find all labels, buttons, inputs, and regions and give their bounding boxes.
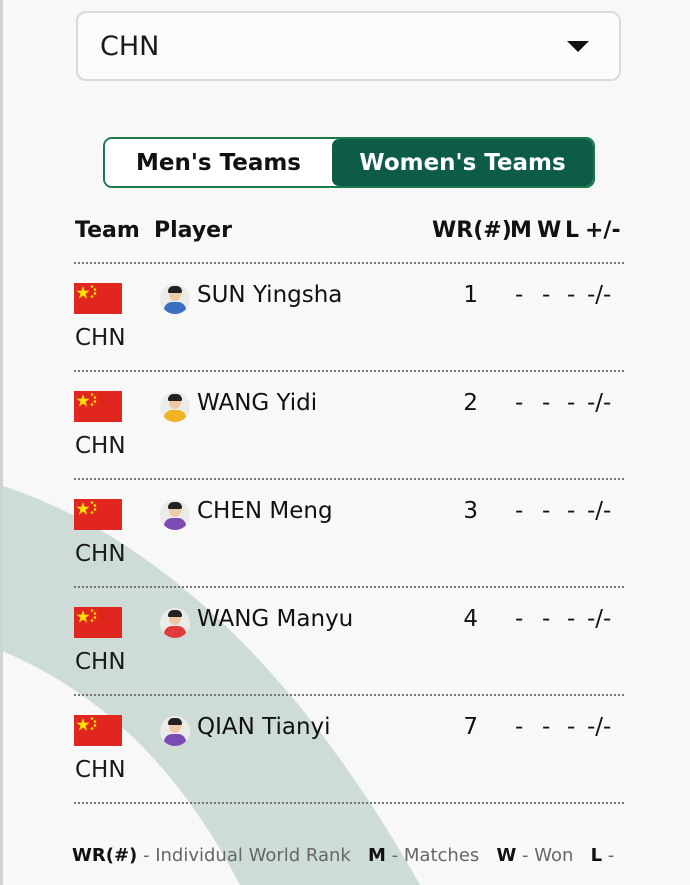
player-name[interactable]: QIAN Tianyi: [197, 714, 331, 740]
header-player[interactable]: Player: [154, 218, 232, 243]
player-name[interactable]: CHEN Meng: [197, 498, 333, 524]
matches: -: [515, 606, 524, 632]
player-avatar-icon: [160, 392, 190, 422]
china-flag-icon: [74, 499, 122, 530]
matches: -: [515, 714, 524, 740]
plus-minus: -/-: [587, 714, 612, 740]
legend-wr-text: - Individual World Rank: [137, 845, 351, 866]
player-name[interactable]: WANG Yidi: [197, 390, 318, 416]
legend-w-text: - Won: [516, 845, 574, 866]
lost: -: [567, 606, 576, 632]
header-lost[interactable]: L: [565, 218, 580, 243]
player-name[interactable]: WANG Manyu: [197, 606, 354, 632]
header-plus-minus[interactable]: +/-: [585, 218, 621, 243]
lost: -: [567, 282, 576, 308]
lost: -: [567, 714, 576, 740]
team-code: CHN: [75, 325, 126, 351]
table-row[interactable]: CHN QIAN Tianyi 7 - - - -/-: [74, 696, 624, 804]
world-rank: 3: [463, 498, 478, 524]
won: -: [542, 498, 551, 524]
plus-minus: -/-: [587, 390, 612, 416]
header-won[interactable]: W: [537, 218, 562, 243]
chevron-down-icon[interactable]: [567, 41, 589, 52]
tab-womens-teams[interactable]: Women's Teams: [332, 139, 593, 186]
world-rank: 7: [463, 714, 478, 740]
legend-l-text: -: [602, 845, 615, 866]
header-team[interactable]: Team: [75, 218, 140, 243]
team-code: CHN: [75, 757, 126, 783]
won: -: [542, 714, 551, 740]
lost: -: [567, 498, 576, 524]
plus-minus: -/-: [587, 498, 612, 524]
player-avatar-icon: [160, 716, 190, 746]
table-header: Team Player WR(#) M W L +/-: [74, 210, 624, 264]
table-row[interactable]: CHN CHEN Meng 3 - - - -/-: [74, 480, 624, 588]
header-wr[interactable]: WR(#): [432, 218, 512, 243]
table-row[interactable]: CHN SUN Yingsha 1 - - - -/-: [74, 264, 624, 372]
team-type-toggle: Men's Teams Women's Teams: [103, 137, 595, 188]
won: -: [542, 390, 551, 416]
world-rank: 2: [463, 390, 478, 416]
table-row[interactable]: CHN WANG Yidi 2 - - - -/-: [74, 372, 624, 480]
matches: -: [515, 390, 524, 416]
legend: WR(#) - Individual World Rank M - Matche…: [72, 845, 632, 869]
ranking-table: Team Player WR(#) M W L +/- CHN SUN Ying…: [74, 210, 624, 804]
china-flag-icon: [74, 391, 122, 422]
page-edge: [0, 0, 3, 885]
team-code: CHN: [75, 433, 126, 459]
header-matches[interactable]: M: [510, 218, 532, 243]
player-avatar-icon: [160, 500, 190, 530]
player-avatar-icon: [160, 608, 190, 638]
legend-m-text: - Matches: [385, 845, 480, 866]
table-row[interactable]: CHN WANG Manyu 4 - - - -/-: [74, 588, 624, 696]
team-code: CHN: [75, 649, 126, 675]
team-code: CHN: [75, 541, 126, 567]
china-flag-icon: [74, 715, 122, 746]
lost: -: [567, 390, 576, 416]
legend-l-abbr: L: [590, 845, 603, 866]
country-select-value: CHN: [100, 31, 160, 62]
tab-mens-teams[interactable]: Men's Teams: [105, 139, 332, 186]
china-flag-icon: [74, 283, 122, 314]
legend-wr-abbr: WR(#): [72, 845, 138, 866]
player-avatar-icon: [160, 284, 190, 314]
china-flag-icon: [74, 607, 122, 638]
world-rank: 4: [463, 606, 478, 632]
plus-minus: -/-: [587, 282, 612, 308]
plus-minus: -/-: [587, 606, 612, 632]
legend-m-abbr: M: [368, 845, 386, 866]
won: -: [542, 282, 551, 308]
player-name[interactable]: SUN Yingsha: [197, 282, 343, 308]
matches: -: [515, 498, 524, 524]
matches: -: [515, 282, 524, 308]
world-rank: 1: [463, 282, 478, 308]
country-select[interactable]: CHN: [76, 11, 621, 81]
legend-w-abbr: W: [496, 845, 517, 866]
won: -: [542, 606, 551, 632]
